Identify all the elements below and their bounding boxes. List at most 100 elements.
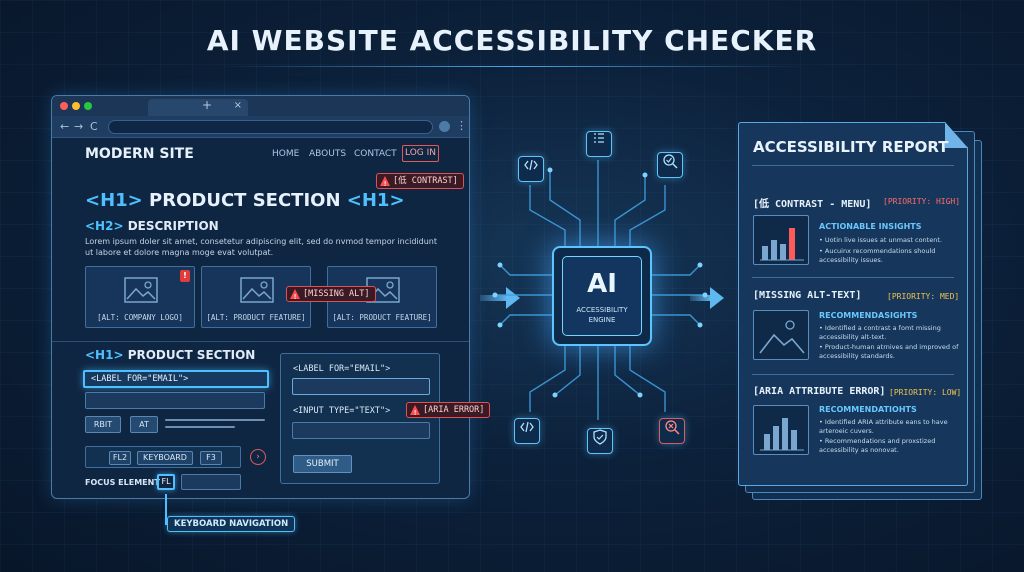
warning-icon	[380, 176, 390, 186]
nav-home[interactable]: HOME	[272, 149, 300, 159]
back-icon[interactable]: ←	[60, 120, 70, 133]
nav-about[interactable]: ABOUTS	[309, 149, 347, 159]
focus-element-label: FOCUS ELEMENT	[85, 478, 160, 487]
description-text: Lorem ipsum doler sit amet, consetetur a…	[85, 237, 438, 257]
chip-subtitle-line-1: ACCESSIBILITY	[576, 306, 628, 314]
code-icon	[518, 156, 544, 182]
issue-title: [ARIA ATTRIBUTE ERROR]	[753, 386, 886, 397]
contact-form: <LABEL FOR="EMAIL"> <INPUT TYPE="TEXT"> …	[280, 353, 440, 484]
h1-open-tag: <H1>	[85, 190, 143, 211]
description-heading: <H2> DESCRIPTION	[85, 219, 219, 233]
warning-icon	[410, 405, 420, 415]
list-icon	[586, 131, 612, 157]
close-window-dot[interactable]	[60, 102, 68, 110]
key-f3[interactable]: F3	[200, 451, 222, 465]
address-bar: ← → C ⋮	[52, 116, 469, 138]
login-button[interactable]: LOG IN	[402, 145, 439, 162]
form-input-type-label: <INPUT TYPE="TEXT">	[293, 406, 391, 416]
image-alt-text: [ALT: COMPANY LOGO]	[97, 313, 183, 322]
bar-chart-thumbnail-icon	[753, 215, 809, 265]
section-heading: RECOMMENDATIOHTS	[819, 405, 917, 414]
h1-text: PRODUCT SECTION	[142, 190, 347, 211]
missing-alt-warning: ! [MISSING ALT]	[286, 286, 376, 302]
low-contrast-warning: ! [低 CONTRAST]	[376, 173, 464, 189]
magnify-check-icon	[657, 152, 683, 178]
h1-second-tag: <H1>	[85, 348, 124, 362]
close-tab-icon[interactable]: ×	[233, 100, 242, 111]
chip-subtitle: ACCESSIBILITY ENGINE	[563, 305, 641, 325]
browser-tab[interactable]: ×	[148, 99, 248, 116]
at-button[interactable]: AT	[130, 416, 158, 433]
insight-bullet: • Uotin live issues at unmast content.	[819, 236, 942, 244]
submit-button[interactable]: SUBMIT	[293, 455, 352, 473]
h2-text: DESCRIPTION	[123, 219, 219, 233]
title-underline	[220, 66, 804, 67]
text-placeholder-line	[165, 426, 235, 428]
recommendation-bullet: • Identified a contrast a fomt missing a…	[819, 324, 941, 341]
section-heading: RECOMMENDASIGHTS	[819, 311, 918, 320]
label-email-focused[interactable]: <LABEL FOR="EMAIL">	[83, 370, 269, 388]
url-input[interactable]	[108, 120, 433, 134]
image-placeholder-icon	[124, 277, 158, 303]
form-text-input[interactable]	[292, 422, 430, 439]
missing-alt-flag-icon: !	[180, 270, 190, 282]
aria-error-warning: ! [ARIA ERROR]	[406, 402, 491, 418]
bar-chart-thumbnail-icon	[753, 405, 809, 455]
site-header: MODERN SITE HOME ABOUTS CONTACT LOG IN	[52, 138, 469, 178]
second-section-heading: <H1> PRODUCT SECTION	[85, 348, 255, 362]
image-placeholder-icon	[240, 277, 274, 303]
recommendation-bullet: • Recommendations and proxstized accessi…	[819, 437, 936, 454]
minimize-window-dot[interactable]	[72, 102, 80, 110]
maximize-window-dot[interactable]	[84, 102, 92, 110]
image-card-logo[interactable]: ! [ALT: COMPANY LOGO]	[85, 266, 195, 328]
email-field-left[interactable]	[85, 392, 265, 409]
priority-badge: [PRIORITY: MED]	[887, 292, 960, 301]
callout-connector	[165, 494, 167, 524]
browser-window: × + ← → C ⋮ MODERN SITE HOME ABOUTS CONT…	[51, 95, 470, 499]
extension-icon[interactable]	[439, 121, 450, 132]
flow-arrow-icon	[710, 287, 724, 309]
low-contrast-warning-text: [低 CONTRAST]	[393, 176, 458, 186]
recommendation-bullet: • Product-human atrnives and improved of…	[819, 343, 959, 360]
warning-icon	[290, 289, 300, 299]
issue-title: [MISSING ALT-TEXT]	[753, 290, 862, 301]
aria-error-warning-text: [ARIA ERROR]	[423, 405, 485, 415]
focus-element-field[interactable]	[181, 474, 241, 490]
menu-icon[interactable]: ⋮	[456, 119, 467, 132]
next-arrow-icon[interactable]: ›	[250, 449, 266, 465]
forward-icon[interactable]: →	[74, 120, 84, 133]
focus-element-key[interactable]: FL	[157, 474, 175, 490]
page-title: AI WEBSITE ACCESSIBILITY CHECKER	[206, 24, 818, 57]
chip-title: AI	[587, 269, 617, 299]
chip-subtitle-line-2: ENGINE	[588, 316, 616, 324]
new-tab-icon[interactable]: +	[202, 98, 213, 112]
report-divider	[752, 277, 954, 278]
magnify-x-icon	[659, 418, 685, 444]
text-placeholder-line	[165, 419, 265, 421]
flow-arrow-icon	[506, 287, 520, 309]
image-thumbnail-icon	[753, 310, 809, 360]
product-section-heading: <H1> PRODUCT SECTION <H1>	[85, 190, 405, 211]
image-alt-text: [ALT: PRODUCT FEATURE]	[206, 313, 306, 322]
keyboard-keys: FL2 KEYBOARD F3	[85, 446, 241, 468]
report-divider	[752, 165, 954, 166]
keyboard-navigation-callout: KEYBOARD NAVIGATION	[167, 516, 296, 532]
rbit-button[interactable]: RBIT	[85, 416, 121, 433]
flow-arrow-shaft	[480, 295, 508, 301]
ai-engine-chip: AI ACCESSIBILITY ENGINE	[552, 246, 652, 346]
form-email-label: <LABEL FOR="EMAIL">	[293, 364, 391, 374]
h1-close-tag: <H1>	[346, 190, 405, 211]
h1-second-text: PRODUCT SECTION	[123, 348, 256, 362]
section-divider	[52, 341, 469, 342]
missing-alt-warning-text: [MISSING ALT]	[303, 289, 370, 299]
reload-icon[interactable]: C	[90, 120, 98, 133]
tab-bar: × +	[52, 96, 469, 116]
report-title: ACCESSIBILITY REPORT	[753, 138, 949, 156]
site-name: MODERN SITE	[85, 146, 194, 162]
form-email-input[interactable]	[292, 378, 430, 395]
key-keyboard[interactable]: KEYBOARD	[137, 451, 193, 465]
priority-badge: [PRIORITY: HIGH]	[883, 197, 961, 206]
nav-contact[interactable]: CONTACT	[354, 149, 397, 159]
key-fl2[interactable]: FL2	[109, 451, 131, 465]
issue-title: [低 CONTRAST - MENU]	[753, 199, 872, 210]
